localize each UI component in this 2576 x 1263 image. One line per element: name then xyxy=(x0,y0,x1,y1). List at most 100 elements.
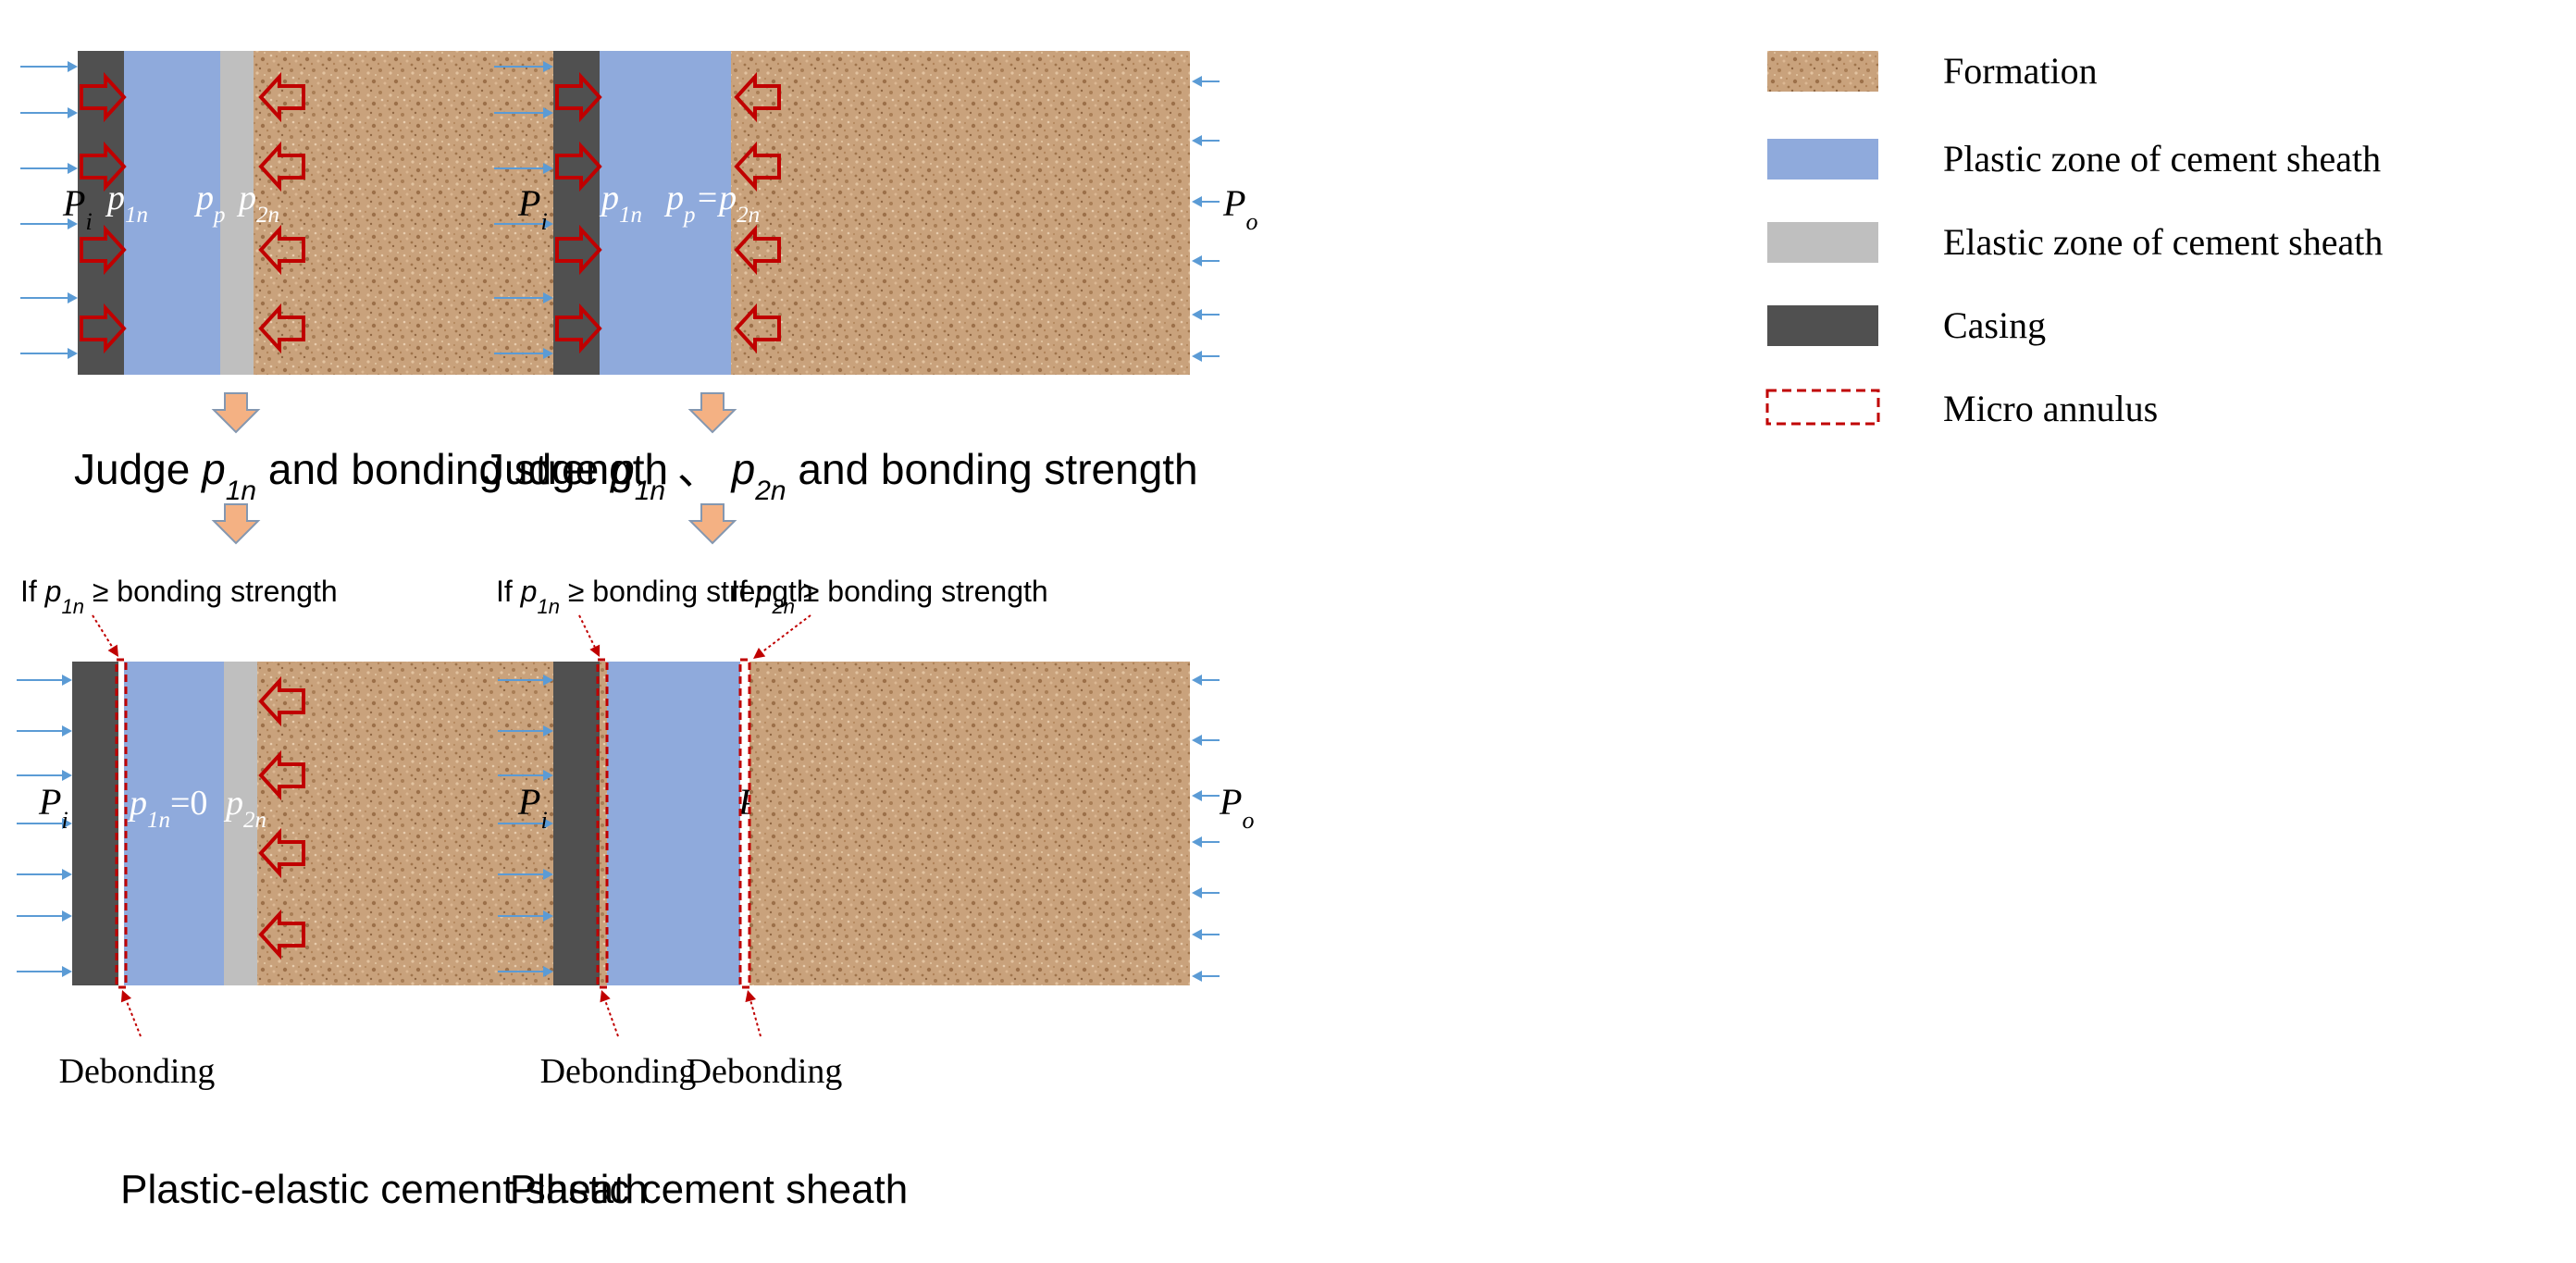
pressure-arrow-head-icon xyxy=(62,725,72,737)
pressure-arrow-head-icon xyxy=(62,869,72,880)
left-condition-pointer xyxy=(92,614,118,657)
stress-arrow-icon xyxy=(734,224,781,276)
stress-arrow-icon xyxy=(555,224,602,276)
stress-arrow-icon xyxy=(80,141,127,192)
pressure-arrow-head-icon xyxy=(543,348,553,359)
inward-stress-arrows xyxy=(258,675,305,960)
right-flow-arrow-1 xyxy=(687,392,737,434)
right-bottom-panel: Pi Po xyxy=(498,658,1254,989)
plastic-zone xyxy=(598,51,731,375)
inner-micro-annulus xyxy=(596,658,609,989)
pressure-arrow-head-icon xyxy=(62,966,72,977)
down-arrow-icon xyxy=(687,503,737,545)
pressure-arrow-head-icon xyxy=(1192,735,1202,746)
right-condition-right-pointer xyxy=(753,614,811,659)
pressure-arrow-head-icon xyxy=(1192,255,1202,266)
pointer-head-icon xyxy=(589,644,601,657)
stress-arrow-icon xyxy=(80,303,127,354)
stress-arrow-icon xyxy=(258,827,305,879)
pointer-line xyxy=(125,999,142,1037)
formation-zone xyxy=(731,51,1190,375)
pressure-arrow-head-icon xyxy=(68,163,78,174)
pressure-arrow-head-icon xyxy=(543,292,553,303)
right-debonding-right-label: Debonding xyxy=(687,1052,843,1091)
legend-swatch-casing xyxy=(1767,305,1878,346)
pressure-arrow-head-icon xyxy=(68,107,78,118)
pp-eq-label: pp=p2n xyxy=(663,179,760,228)
down-arrow-icon xyxy=(211,392,261,434)
pressure-arrow-head-icon xyxy=(543,818,553,829)
outer-pressure-arrows xyxy=(1192,76,1220,362)
inward-stress-arrows xyxy=(258,71,305,354)
pressure-arrow-head-icon xyxy=(68,218,78,229)
pressure-arrow-head-icon xyxy=(62,770,72,781)
right-top-panel: Pi Po p1n pp=p2n xyxy=(494,51,1257,375)
stress-arrow-icon xyxy=(258,71,305,123)
pressure-arrow-head-icon xyxy=(1192,309,1202,320)
pressure-arrow-head-icon xyxy=(1192,135,1202,146)
pressure-arrow-head-icon xyxy=(543,966,553,977)
stress-arrow-icon xyxy=(258,224,305,276)
right-flow-arrow-2 xyxy=(687,503,737,545)
stress-arrow-icon xyxy=(734,303,781,354)
inner-pressure-arrows xyxy=(494,61,553,359)
legend-label-formation: Formation xyxy=(1943,50,2098,92)
legend-swatch-micro-annulus xyxy=(1765,389,1880,426)
pointer-head-icon xyxy=(745,990,757,1003)
pressure-arrow-head-icon xyxy=(1192,675,1202,686)
pi-label: Pi xyxy=(62,182,93,235)
pointer-line xyxy=(749,1000,762,1037)
pressure-arrow-head-icon xyxy=(1192,790,1202,801)
pressure-arrow-head-icon xyxy=(62,910,72,922)
pressure-arrow-head-icon xyxy=(68,61,78,72)
po-label: Po xyxy=(1222,182,1257,235)
down-arrow-icon xyxy=(211,503,261,545)
outer-micro-annulus xyxy=(738,658,751,989)
stress-arrow-icon xyxy=(258,303,305,354)
plastic-zone xyxy=(122,51,220,375)
left-flow-arrow-1 xyxy=(211,392,261,434)
pressure-arrow-head-icon xyxy=(543,61,553,72)
pressure-arrow-head-icon xyxy=(62,675,72,686)
elastic-zone xyxy=(220,51,254,375)
right-condition-left-text: If p1n ≥ bonding strength xyxy=(496,575,813,618)
pointer-line xyxy=(604,999,619,1037)
po-label: Po xyxy=(1219,781,1254,834)
pointer-line xyxy=(578,614,596,648)
left-flow-arrow-2 xyxy=(211,503,261,545)
pressure-arrow-head-icon xyxy=(1192,351,1202,362)
stress-arrow-icon xyxy=(555,303,602,354)
left-caption: Plastic-elastic cement sheath xyxy=(120,1167,648,1212)
pressure-arrow-head-icon xyxy=(1192,929,1202,940)
pi-label: Pi xyxy=(38,781,68,834)
p2n-label: p2n xyxy=(236,179,279,228)
left-debonding-pointer xyxy=(120,990,142,1037)
pressure-arrow-head-icon xyxy=(543,675,553,686)
stress-arrow-icon xyxy=(555,141,602,192)
pointer-line xyxy=(92,614,114,649)
stress-arrow-icon xyxy=(80,71,127,123)
stress-arrow-icon xyxy=(258,749,305,801)
inner-pressure-arrows xyxy=(20,61,78,359)
pressure-arrow-head-icon xyxy=(1192,971,1202,982)
legend-label-casing: Casing xyxy=(1943,304,2046,346)
left-condition-text: If p1n ≥ bonding strength xyxy=(20,575,338,618)
legend-label-plastic: Plastic zone of cement sheath xyxy=(1943,138,2381,180)
legend-swatch-elastic xyxy=(1767,222,1878,263)
pressure-arrow-head-icon xyxy=(1192,76,1202,87)
casing-zone xyxy=(72,662,118,985)
stress-arrow-icon xyxy=(555,71,602,123)
pointer-head-icon xyxy=(107,644,118,657)
right-condition-right-text: If p2n ≥ bonding strength xyxy=(731,575,1048,618)
casing-zone xyxy=(553,662,600,985)
pointer-head-icon xyxy=(120,990,132,1003)
p1n-label: p1n xyxy=(105,179,148,228)
formation-zone xyxy=(749,662,1190,985)
pressure-arrow-head-icon xyxy=(543,869,553,880)
left-judge-text: Judge p1n and bonding strength xyxy=(74,445,668,506)
pointer-head-icon xyxy=(753,647,766,659)
pi-label: Pi xyxy=(517,182,548,235)
pressure-arrow-head-icon xyxy=(543,910,553,922)
stress-arrow-icon xyxy=(80,224,127,276)
